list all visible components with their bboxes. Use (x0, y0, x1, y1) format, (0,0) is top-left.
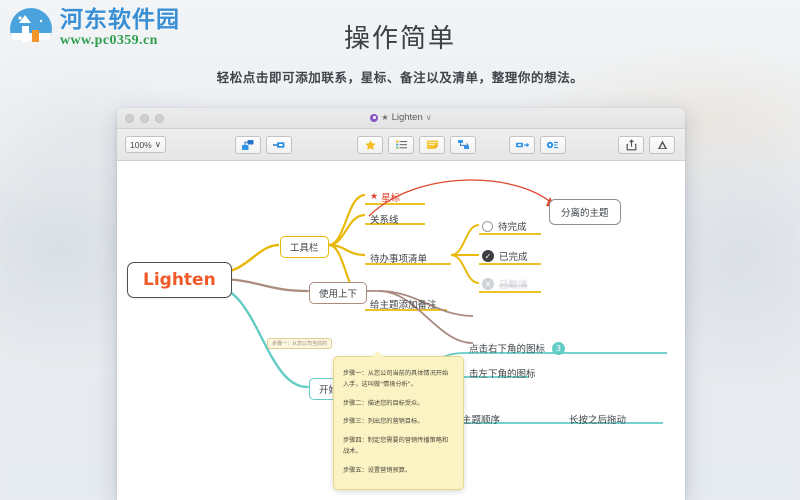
node-label: 点击右下角的图标 (469, 344, 546, 355)
node-click-bottom-left[interactable]: 击左下角的图标 (469, 366, 536, 380)
app-toolbar: 100% ∨ (117, 129, 685, 161)
note-preview-tag[interactable]: 步骤一：从您公司当前的 (267, 338, 333, 349)
node-label: 分离的主题 (561, 208, 609, 219)
note-preview-text: 步骤一：从您公司当前的 (272, 341, 328, 347)
relationship-button[interactable] (450, 135, 476, 154)
window-title-text: Lighten (391, 112, 423, 123)
node-label: 击左下角的图标 (469, 369, 536, 380)
toolbar-insert-group (235, 135, 292, 154)
title-star-icon: ★ (381, 113, 389, 122)
node-label: 使用上下 (319, 289, 358, 300)
toolbar-view-group (509, 135, 566, 154)
node-label: 星标 (381, 193, 401, 204)
node-change-order[interactable]: 改变主题顺序 (443, 412, 500, 426)
node-starred[interactable]: ★ 星标 (367, 188, 403, 206)
zoom-level-value: 100% (130, 139, 152, 150)
node-label: 已完成 (499, 252, 528, 263)
note-popup[interactable]: 步骤一：从您公司当前的具体情况开始入手，这叫做"情境分析"。 步骤二：描述您的目… (333, 350, 464, 491)
node-todo-done[interactable]: ✓ 已完成 (482, 249, 528, 263)
check-circle-icon[interactable]: ✓ (482, 250, 494, 262)
note-line: 步骤四：制定您需要的营销传播策略和战术。 (343, 436, 449, 456)
window-titlebar: ★ Lighten ∨ (117, 108, 685, 129)
node-label: 给主题添加备注 (370, 300, 437, 311)
watermark-url: www.pc0359.cn (60, 33, 158, 49)
watermark-badge-icon (8, 6, 54, 52)
node-toolbar-branch[interactable]: 工具栏 (280, 236, 329, 258)
node-label: 待办事项清单 (370, 254, 428, 265)
toolbar-marker-group (357, 135, 476, 154)
watermark-name: 河东软件园 (60, 7, 180, 33)
minimize-button[interactable] (140, 114, 149, 123)
node-label: 改变主题顺序 (443, 415, 501, 426)
note-line: 步骤二：描述您的目标受众。 (343, 399, 424, 407)
filter-button[interactable] (540, 135, 566, 154)
add-subtopic-button[interactable] (235, 135, 261, 154)
page-title: 操作简单 (343, 24, 456, 54)
node-todo-cancelled[interactable]: ✕ 已取消 (482, 277, 528, 291)
toolbar-actions-group (618, 135, 675, 154)
node-todo-pending[interactable]: 待完成 (482, 219, 527, 233)
node-label: 长按之后拖动 (569, 415, 627, 426)
chevron-down-icon: ∨ (154, 139, 161, 149)
empty-circle-icon[interactable] (482, 220, 493, 232)
presentation-button[interactable] (649, 135, 675, 154)
count-badge: 3 (552, 341, 566, 355)
node-label: 已取消 (499, 280, 528, 291)
node-relation-line[interactable]: 关系线 (367, 210, 402, 228)
share-button[interactable] (618, 135, 644, 154)
chevron-down-icon[interactable]: ∨ (425, 113, 432, 122)
node-add-note[interactable]: 给主题添加备注 (367, 295, 440, 313)
node-long-press-drag-right[interactable]: 长按之后拖动 (569, 412, 626, 426)
note-line: 步骤五：设置营销预算。 (343, 466, 412, 474)
mindmap-canvas[interactable]: Lighten 工具栏 ★ 星标 关系线 分离的主题 待办事项清单 待完成 ✓ (117, 161, 685, 500)
watermark-logo: 河东软件园 www.pc0359.cn (8, 6, 180, 52)
document-icon (370, 113, 379, 122)
root-label: Lighten (143, 270, 216, 290)
window-controls[interactable] (125, 114, 164, 123)
page-heading: 操作简单 轻松点击即可添加联系，星标、备注以及清单，整理你的想法。 (0, 18, 800, 86)
node-label: 关系线 (370, 215, 399, 226)
node-todo-list[interactable]: 待办事项清单 (367, 249, 430, 267)
mindmap-root-node[interactable]: Lighten (127, 262, 232, 298)
app-window: ★ Lighten ∨ 100% ∨ (117, 108, 685, 500)
node-label: 待完成 (498, 222, 527, 233)
focus-topic-button[interactable] (509, 135, 535, 154)
window-title[interactable]: ★ Lighten ∨ (117, 112, 685, 123)
add-sibling-topic-button[interactable] (266, 135, 292, 154)
star-button[interactable] (357, 135, 383, 154)
note-line: 步骤三：列出您的营销目标。 (343, 418, 424, 426)
close-button[interactable] (125, 114, 134, 123)
page-subtitle: 轻松点击即可添加联系，星标、备注以及清单，整理你的想法。 (216, 70, 584, 85)
cancel-circle-icon[interactable]: ✕ (482, 278, 494, 290)
checklist-button[interactable] (388, 135, 414, 154)
node-label: 工具栏 (290, 243, 319, 254)
note-line: 步骤一：从您公司当前的具体情况开始入手，这叫做"情境分析"。 (343, 370, 449, 389)
star-icon: ★ (370, 192, 379, 202)
node-click-bottom-right[interactable]: 点击右下角的图标 3 (469, 341, 566, 355)
node-context-branch[interactable]: 使用上下 (309, 282, 368, 304)
node-detached-topic[interactable]: 分离的主题 (549, 199, 621, 225)
note-button[interactable] (419, 135, 445, 154)
zoom-level-selector[interactable]: 100% ∨ (125, 136, 166, 153)
maximize-button[interactable] (155, 114, 164, 123)
